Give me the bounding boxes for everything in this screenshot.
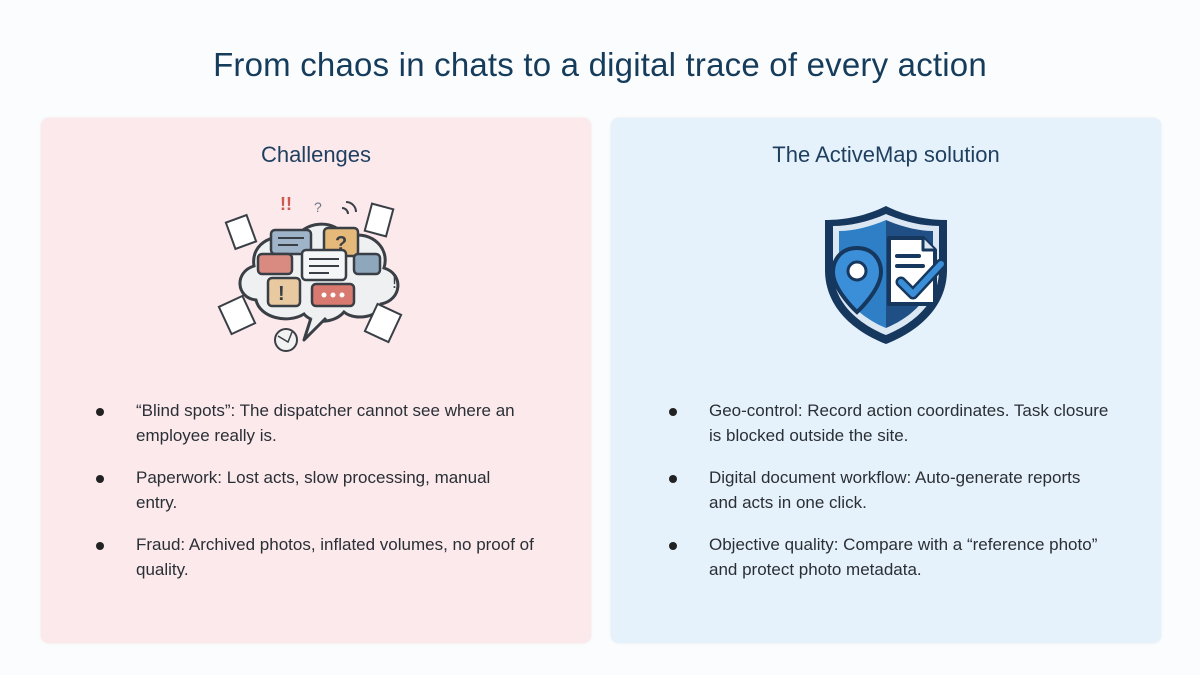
chaotic-chat-cloud-icon: ? ! <box>216 190 416 365</box>
list-item: Paperwork: Lost acts, slow processing, m… <box>96 465 536 515</box>
svg-text:!: ! <box>392 272 397 292</box>
slide-title: From chaos in chats to a digital trace o… <box>213 46 987 83</box>
bullet-icon <box>96 542 104 550</box>
bullet-icon <box>669 542 677 550</box>
list-item-text: Digital document workflow: Auto-generate… <box>709 468 1081 512</box>
solution-heading: The ActiveMap solution <box>772 142 1000 167</box>
list-item: Digital document workflow: Auto-generate… <box>669 465 1109 515</box>
list-item: Geo-control: Record action coordinates. … <box>669 398 1109 448</box>
solution-list: Geo-control: Record action coordinates. … <box>669 398 1109 599</box>
list-item-text: “Blind spots”: The dispatcher cannot see… <box>136 401 515 445</box>
svg-text:?: ? <box>314 199 322 215</box>
list-item: “Blind spots”: The dispatcher cannot see… <box>96 398 536 448</box>
list-item-text: Fraud: Archived photos, inflated volumes… <box>136 535 534 579</box>
solution-panel: The ActiveMap solution <box>611 118 1161 643</box>
bullet-icon <box>669 408 677 416</box>
challenges-heading: Challenges <box>260 142 372 167</box>
svg-text:!: ! <box>278 283 285 305</box>
challenges-list: “Blind spots”: The dispatcher cannot see… <box>96 398 536 599</box>
list-item: Fraud: Archived photos, inflated volumes… <box>96 532 536 582</box>
svg-text:!!: !! <box>280 194 292 214</box>
bullet-icon <box>96 408 104 416</box>
list-item-text: Paperwork: Lost acts, slow processing, m… <box>136 468 491 512</box>
shield-location-document-check-icon <box>811 200 961 355</box>
bullet-icon <box>96 475 104 483</box>
bullet-icon <box>669 475 677 483</box>
challenges-panel: Challenges ? ! <box>41 118 591 643</box>
list-item-text: Geo-control: Record action coordinates. … <box>709 401 1109 445</box>
list-item: Objective quality: Compare with a “refer… <box>669 532 1109 582</box>
list-item-text: Objective quality: Compare with a “refer… <box>709 535 1098 579</box>
